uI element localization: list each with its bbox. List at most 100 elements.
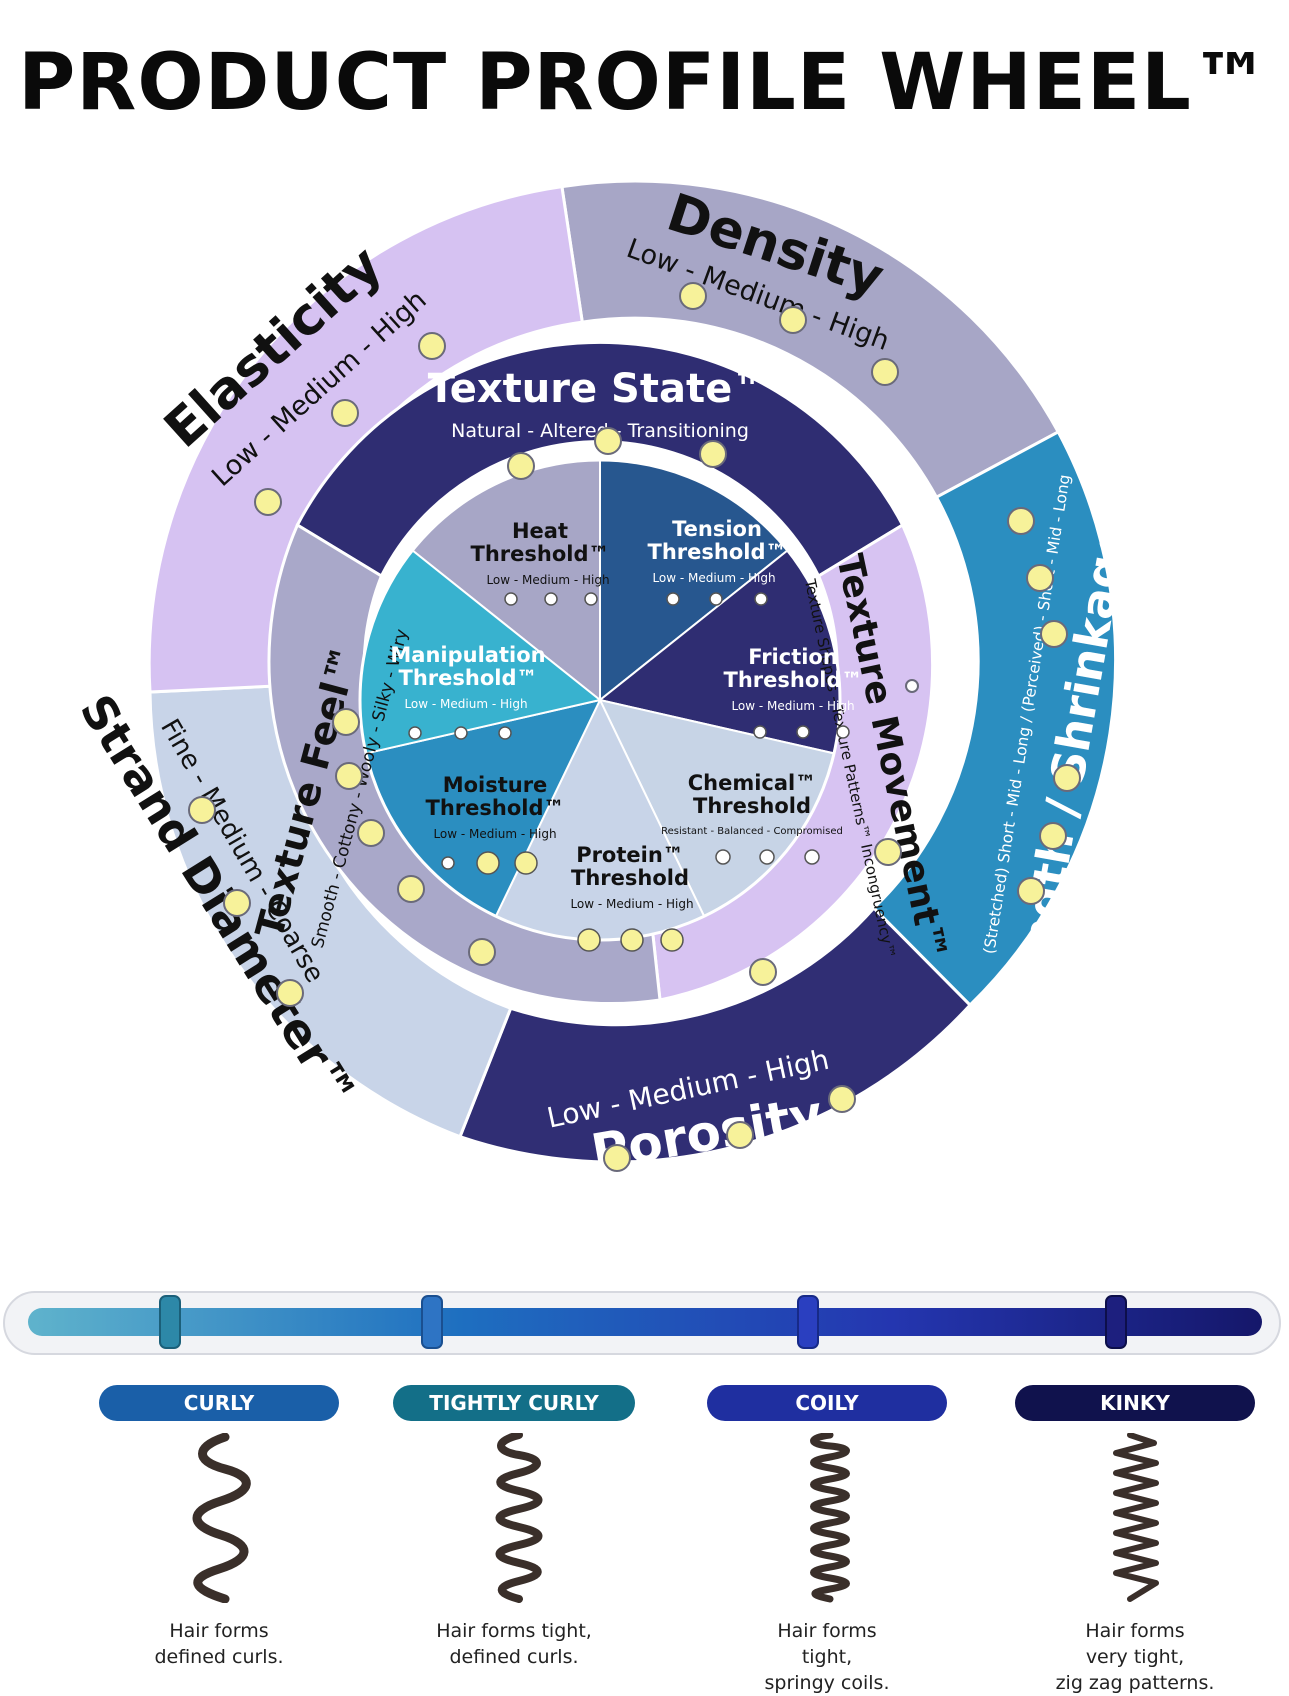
coily-coil-illustration (810, 1433, 850, 1603)
category-coily[interactable]: COILY (707, 1385, 947, 1421)
category-curly-label: CURLY (183, 1391, 255, 1415)
category-kinky[interactable]: KINKY (1015, 1385, 1255, 1421)
texture-scale-bar (3, 1291, 1281, 1355)
moisture-threshold-title-2: Threshold™ (426, 796, 565, 820)
manipulation-threshold-title-1: Manipulation (390, 643, 545, 667)
elasticity-dot-low[interactable] (254, 488, 282, 516)
manipulation-dot-high[interactable] (498, 726, 512, 740)
tension-threshold-title-2: Threshold™ (648, 540, 787, 564)
porosity-dot-medium[interactable] (726, 1121, 754, 1149)
porosity-dot-low[interactable] (603, 1144, 631, 1172)
protein-dot-medium[interactable] (620, 928, 644, 952)
chemical-threshold-title-2: Threshold (693, 794, 811, 818)
texture-movement-dot-shapes[interactable] (874, 838, 902, 866)
category-curly[interactable]: CURLY (99, 1385, 339, 1421)
protein-threshold-title-2: Threshold (571, 866, 689, 890)
tightly-curly-description: Hair forms tight, defined curls. (436, 1620, 592, 1668)
tightly-curly-coil-illustration (495, 1433, 543, 1603)
density-dot-medium[interactable] (779, 306, 807, 334)
friction-threshold-title-2: Threshold™ (724, 668, 863, 692)
protein-dot-high[interactable] (660, 928, 684, 952)
density-segment (560, 179, 1061, 500)
manipulation-threshold-scale: Low - Medium - High (404, 697, 527, 711)
kinky-description: Hair forms very tight, zig zag patterns. (1055, 1620, 1215, 1694)
curly-coil-illustration (192, 1433, 251, 1603)
density-dot-high[interactable] (871, 358, 899, 386)
coily-description: Hair forms tight, springy coils. (764, 1620, 890, 1694)
moisture-threshold-title-1: Moisture (443, 773, 548, 797)
elasticity-dot-high[interactable] (418, 332, 446, 360)
length-shrinkage-segment (871, 429, 1118, 1008)
rating-dots (188, 282, 1081, 1172)
length-stretched-dot-long[interactable] (1040, 620, 1068, 648)
texture-feel-dot-wooly[interactable] (357, 819, 385, 847)
friction-dot-high[interactable] (836, 725, 850, 739)
length-perceived-dot-long[interactable] (1017, 877, 1045, 905)
category-coily-label: COILY (795, 1391, 859, 1415)
tension-threshold-title-1: Tension (672, 517, 762, 541)
texture-feel-dot-silky[interactable] (335, 762, 363, 790)
tension-dot-low[interactable] (666, 592, 680, 606)
heat-threshold-title-2: Threshold™ (471, 542, 610, 566)
texture-feel-dot-wiry[interactable] (332, 708, 360, 736)
scale-handle-tightly-curly[interactable] (421, 1295, 443, 1349)
chemical-dot-balanced[interactable] (759, 849, 775, 865)
heat-dot-medium[interactable] (544, 592, 558, 606)
length-perceived-dot-mid[interactable] (1039, 822, 1067, 850)
texture-state-dot-natural[interactable] (507, 452, 535, 480)
scale-handle-coily[interactable] (797, 1295, 819, 1349)
inner-pie (358, 458, 842, 942)
kinky-coil-illustration (1113, 1433, 1159, 1602)
curly-description: Hair forms defined curls. (154, 1620, 284, 1668)
protein-dot-low[interactable] (577, 928, 601, 952)
elasticity-dot-medium[interactable] (331, 399, 359, 427)
heat-dot-low[interactable] (504, 592, 518, 606)
texture-movement-dot-incongruency[interactable] (749, 958, 777, 986)
friction-threshold-scale: Low - Medium - High (731, 699, 854, 713)
scale-handle-curly[interactable] (159, 1295, 181, 1349)
strand-diameter-dot-medium[interactable] (223, 889, 251, 917)
length-perceived-dot-short[interactable] (1053, 764, 1081, 792)
texture-state-title: Texture State™ (428, 366, 772, 412)
inner-pie-dots (408, 592, 850, 952)
texture-movement-dot-small[interactable] (905, 679, 919, 693)
protein-threshold-title-1: Protein™ (576, 843, 684, 867)
heat-threshold-scale: Low - Medium - High (486, 573, 609, 587)
manipulation-dot-medium[interactable] (454, 726, 468, 740)
page-title: PRODUCT PROFILE WHEEL™ (18, 38, 1271, 128)
protein-threshold-scale: Low - Medium - High (570, 897, 693, 911)
category-tightly-curly-label: TIGHTLY CURLY (429, 1391, 599, 1415)
moisture-threshold-scale: Low - Medium - High (433, 827, 556, 841)
chemical-threshold-scale: Resistant - Balanced - Compromised (661, 826, 843, 837)
texture-feel-dot-cottony[interactable] (397, 875, 425, 903)
porosity-dot-high[interactable] (828, 1085, 856, 1113)
scale-gradient-bar (28, 1308, 1262, 1336)
texture-state-dot-transitioning[interactable] (699, 440, 727, 468)
tension-dot-medium[interactable] (709, 592, 723, 606)
heat-dot-high[interactable] (584, 592, 598, 606)
category-tightly-curly[interactable]: TIGHTLY CURLY (393, 1385, 635, 1421)
manipulation-dot-low[interactable] (408, 726, 422, 740)
chemical-dot-compromised[interactable] (804, 849, 820, 865)
strand-diameter-dot-coarse[interactable] (276, 979, 304, 1007)
moisture-dot-low[interactable] (441, 856, 455, 870)
category-kinky-label: KINKY (1100, 1391, 1170, 1415)
friction-dot-low[interactable] (753, 725, 767, 739)
density-dot-low[interactable] (679, 282, 707, 310)
texture-state-dot-altered[interactable] (594, 427, 622, 455)
length-stretched-dot-mid[interactable] (1026, 564, 1054, 592)
length-stretched-dot-short[interactable] (1007, 507, 1035, 535)
product-profile-wheel: Density Low - Medium - High Elasticity L… (70, 179, 1139, 1182)
chemical-dot-resistant[interactable] (715, 849, 731, 865)
moisture-dot-high[interactable] (514, 851, 538, 875)
chemical-threshold-title-1: Chemical™ (688, 771, 817, 795)
heat-threshold-title-1: Heat (512, 519, 568, 543)
friction-threshold-title-1: Friction (748, 645, 838, 669)
tension-dot-high[interactable] (754, 592, 768, 606)
friction-dot-medium[interactable] (796, 725, 810, 739)
tension-threshold-scale: Low - Medium - High (652, 571, 775, 585)
texture-feel-dot-smooth[interactable] (468, 938, 496, 966)
scale-handle-kinky[interactable] (1105, 1295, 1127, 1349)
strand-diameter-dot-fine[interactable] (188, 796, 216, 824)
moisture-dot-medium[interactable] (476, 851, 500, 875)
